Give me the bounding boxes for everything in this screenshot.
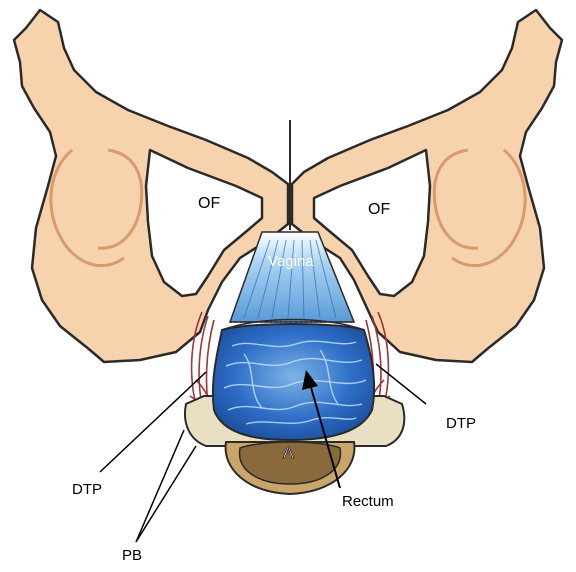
- rectum-label: Rectum: [342, 493, 394, 510]
- pb-label: PB: [122, 547, 142, 564]
- vagina-label: Vagina: [268, 253, 314, 270]
- dtp-right-label: DTP: [446, 415, 476, 432]
- rectum-body: [213, 320, 374, 441]
- of-left-label: OF: [198, 195, 220, 212]
- dtp-left-label: DTP: [72, 481, 102, 498]
- anus-label: A: [283, 445, 294, 462]
- of-right-label: OF: [368, 201, 390, 218]
